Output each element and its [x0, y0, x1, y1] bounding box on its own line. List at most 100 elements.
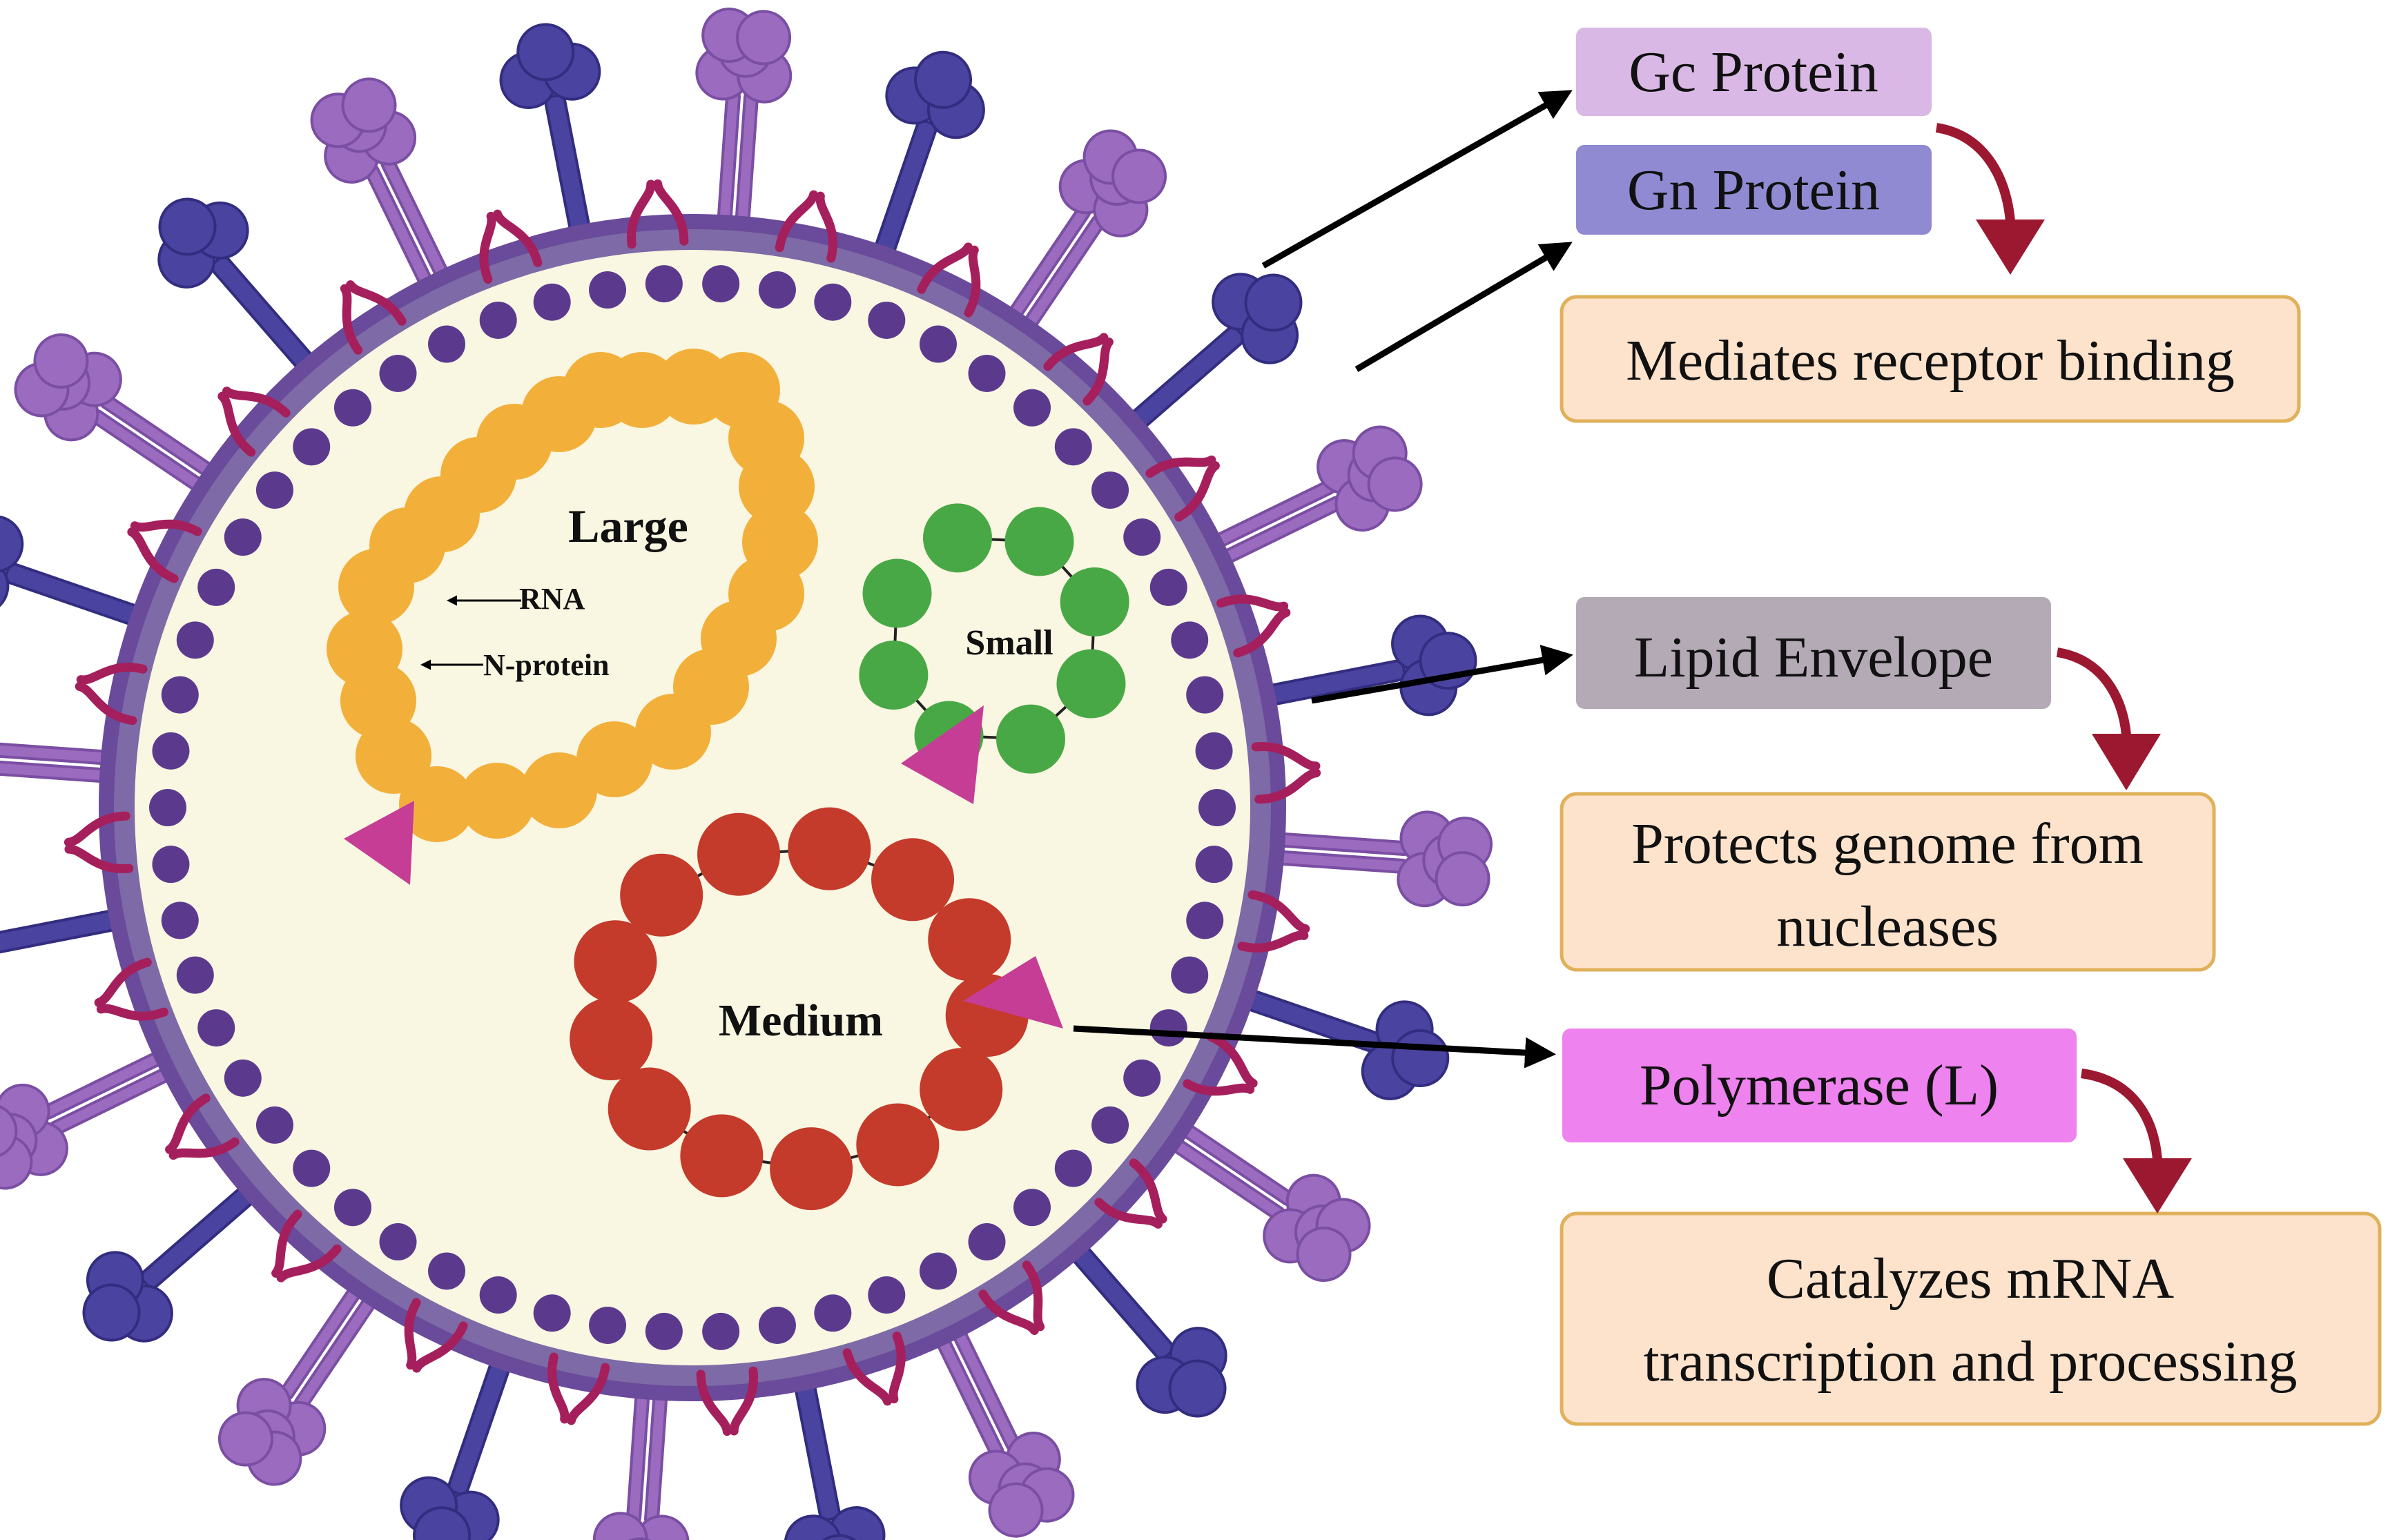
n-protein-small	[862, 558, 932, 628]
envelope-hook	[1216, 594, 1291, 658]
n-protein-large	[635, 694, 711, 770]
matrix-dot	[479, 301, 517, 339]
matrix-dot	[645, 1312, 683, 1350]
matrix-dot	[176, 621, 214, 659]
mrna-transcription-line1: Catalyzes mRNA	[1767, 1247, 2175, 1311]
gn-protein-spike	[499, 23, 601, 255]
receptor-binding-callout: Mediates receptor binding	[1560, 295, 2301, 423]
matrix-dot	[1149, 1009, 1187, 1047]
matrix-dot	[1123, 518, 1161, 556]
gc-protein-spike	[1154, 1112, 1371, 1283]
matrix-dot	[161, 901, 199, 939]
mrna-transcription-box	[1560, 1211, 2382, 1426]
gc-protein-callout: Gc Protein	[1576, 28, 1932, 116]
matrix-dot	[758, 1306, 796, 1344]
gc-protein-spike	[0, 1042, 190, 1190]
gn-protein-spike	[157, 197, 327, 386]
matrix-dot	[333, 1189, 371, 1227]
matrix-dot	[702, 265, 740, 303]
matrix-dot	[255, 1106, 293, 1144]
envelope-hooks	[64, 179, 1321, 1436]
n-protein-medium	[788, 807, 871, 890]
envelope-hook	[978, 1260, 1045, 1335]
gn-protein-spike	[82, 1173, 271, 1343]
polymerase-box	[1562, 1029, 2077, 1142]
matrix-dot	[152, 732, 190, 770]
envelope-hook	[775, 190, 837, 263]
matrix-dot	[919, 1252, 957, 1290]
gc-protein-spike	[695, 7, 793, 245]
gc-protein-spike	[927, 1310, 1075, 1538]
matrix-dot	[224, 518, 262, 556]
gn-protein-spike	[1114, 273, 1303, 442]
polymerase-marker-small	[901, 705, 984, 804]
matrix-dot	[533, 1294, 571, 1332]
envelope-hook	[94, 957, 168, 1021]
matrix-dot	[379, 354, 417, 392]
large-segment	[327, 349, 818, 842]
matrix-dot	[868, 1276, 906, 1314]
n-protein-small	[1060, 567, 1129, 636]
envelope-hook	[271, 1209, 342, 1283]
small-segment	[859, 503, 1129, 774]
polymerase-label: Polymerase (L)	[1640, 1053, 1999, 1118]
gc-pointer-arrow	[1261, 90, 1573, 269]
lipid-to-function-flow-arrow	[2056, 647, 2161, 790]
gn-protein-box	[1576, 145, 1932, 235]
envelope-hook	[547, 1352, 610, 1425]
matrix-dot	[333, 389, 371, 427]
matrix-dot	[1054, 1149, 1092, 1187]
nuclease-protection-box	[1560, 792, 2216, 972]
matrix-dot	[479, 1276, 517, 1314]
n-protein-medium	[856, 1103, 940, 1187]
gn-protein-spike	[1058, 1229, 1227, 1418]
lipid-envelope-callout: Lipid Envelope	[1576, 597, 2051, 709]
matrix-dot	[293, 1149, 331, 1187]
matrix-dot	[1013, 389, 1051, 427]
matrix-dot	[161, 676, 199, 714]
n-protein-large	[576, 721, 652, 797]
matrix-dot	[197, 568, 235, 606]
rna-annotation: RNA	[447, 582, 585, 616]
polymerase-marker-large	[344, 801, 414, 885]
medium-segment-label: Medium	[719, 995, 883, 1046]
n-protein-small	[922, 503, 992, 573]
n-protein-large	[327, 611, 402, 687]
matrix-dot	[1149, 568, 1187, 606]
matrix-dot	[1186, 676, 1224, 714]
envelope-hook	[165, 1093, 240, 1160]
nuclease-protection-callout: Protects genome from nucleases	[1560, 792, 2216, 972]
n-protein-medium	[570, 997, 653, 1081]
envelope-hook	[696, 1366, 758, 1436]
matrix-dot	[533, 283, 571, 321]
envelope-hook	[1183, 1032, 1258, 1096]
n-protein-medium	[871, 838, 955, 922]
n-protein-medium	[928, 898, 1011, 982]
matrix-dot	[1171, 621, 1209, 659]
polymerase-markers	[344, 705, 1063, 1029]
glycoprotein-spikes	[0, 7, 1493, 1540]
gn-protein-spike	[0, 515, 160, 632]
matrix-dot	[379, 1223, 417, 1261]
matrix-dot	[1186, 901, 1224, 939]
matrix-dot	[868, 301, 906, 339]
gn-protein-label: Gn Protein	[1627, 158, 1880, 222]
matrix-protein-ring	[149, 265, 1236, 1350]
envelope-hook	[1043, 333, 1114, 406]
matrix-dot	[814, 283, 852, 321]
envelope-hook	[1145, 455, 1220, 522]
matrix-dot	[293, 428, 331, 466]
gc-protein-spike	[997, 129, 1167, 347]
gc-protein-spike	[0, 741, 130, 785]
pointer-arrows	[1073, 90, 1573, 1069]
matrix-dot	[589, 1306, 627, 1344]
gn-pointer-arrow	[1354, 242, 1573, 372]
small-segment-label: Small	[965, 623, 1053, 663]
n-protein-small	[1056, 649, 1126, 719]
n-protein-medium	[608, 1067, 691, 1151]
n-protein-large	[521, 752, 597, 828]
matrix-dot	[589, 271, 627, 309]
polymerase-pointer-arrow	[1073, 1025, 1556, 1069]
envelope-hook	[340, 280, 407, 355]
